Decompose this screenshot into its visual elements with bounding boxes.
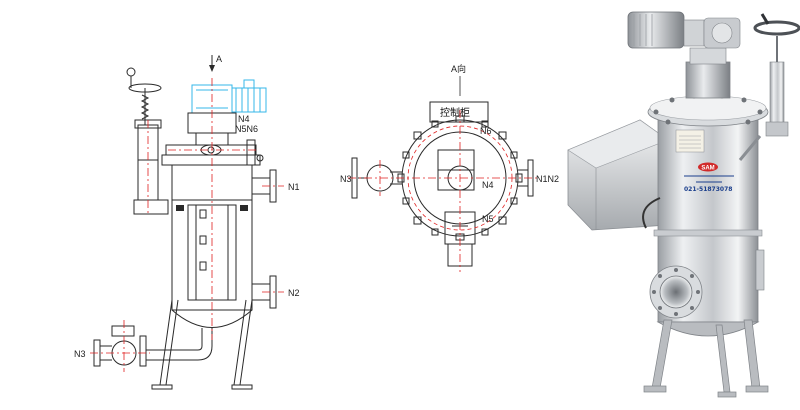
- legs-photo: [643, 319, 769, 398]
- control-cabinet-label: 控制柜: [440, 106, 470, 119]
- nameplate: [675, 129, 705, 153]
- product-photo: SAM 021-51873078: [567, 11, 800, 398]
- sticker-text-lines: [684, 175, 734, 183]
- actuator-photo: [769, 61, 785, 125]
- motor-photo: [627, 11, 685, 49]
- motor-icon: [191, 79, 267, 114]
- top-view-centerlines: [348, 110, 538, 272]
- view-arrow-head: [209, 65, 215, 72]
- top-nozzle-label-n3: N3: [340, 174, 352, 184]
- top-nozzle-label-n6: N6: [480, 126, 492, 136]
- nozzle-n3-drain: [93, 325, 213, 367]
- nozzle-label-n4: N4: [238, 114, 250, 124]
- top-view-title: A向: [451, 63, 466, 74]
- side-view-centerlines: [90, 78, 284, 372]
- view-marker-label: A: [216, 54, 222, 64]
- nozzle-label-n5n6: N5N6: [235, 124, 258, 134]
- side-view-drawing: [93, 55, 277, 390]
- filter-screen: [187, 204, 237, 301]
- nozzle-label-n1: N1: [288, 182, 300, 192]
- drive-housing: [685, 61, 731, 99]
- handwheel-photo-icon: [753, 13, 800, 36]
- top-nozzle-label-n4: N4: [482, 180, 494, 190]
- brand-logo-text: SAM: [701, 166, 714, 172]
- top-nozzle-label-n1n2: N1N2: [536, 174, 559, 184]
- nozzle-label-n3: N3: [74, 349, 86, 359]
- actuator-bracket: [133, 199, 169, 215]
- support-legs: [151, 299, 253, 390]
- top-nozzle-label-n5: N5: [482, 214, 494, 224]
- nozzle-label-n2: N2: [288, 288, 300, 298]
- inlet-flange-photo: [649, 265, 703, 319]
- phone-number-text: 021-51873078: [684, 186, 732, 193]
- handwheel-icon: [126, 67, 162, 125]
- brand-logo: [698, 162, 718, 172]
- top-view-drawing: [351, 101, 534, 267]
